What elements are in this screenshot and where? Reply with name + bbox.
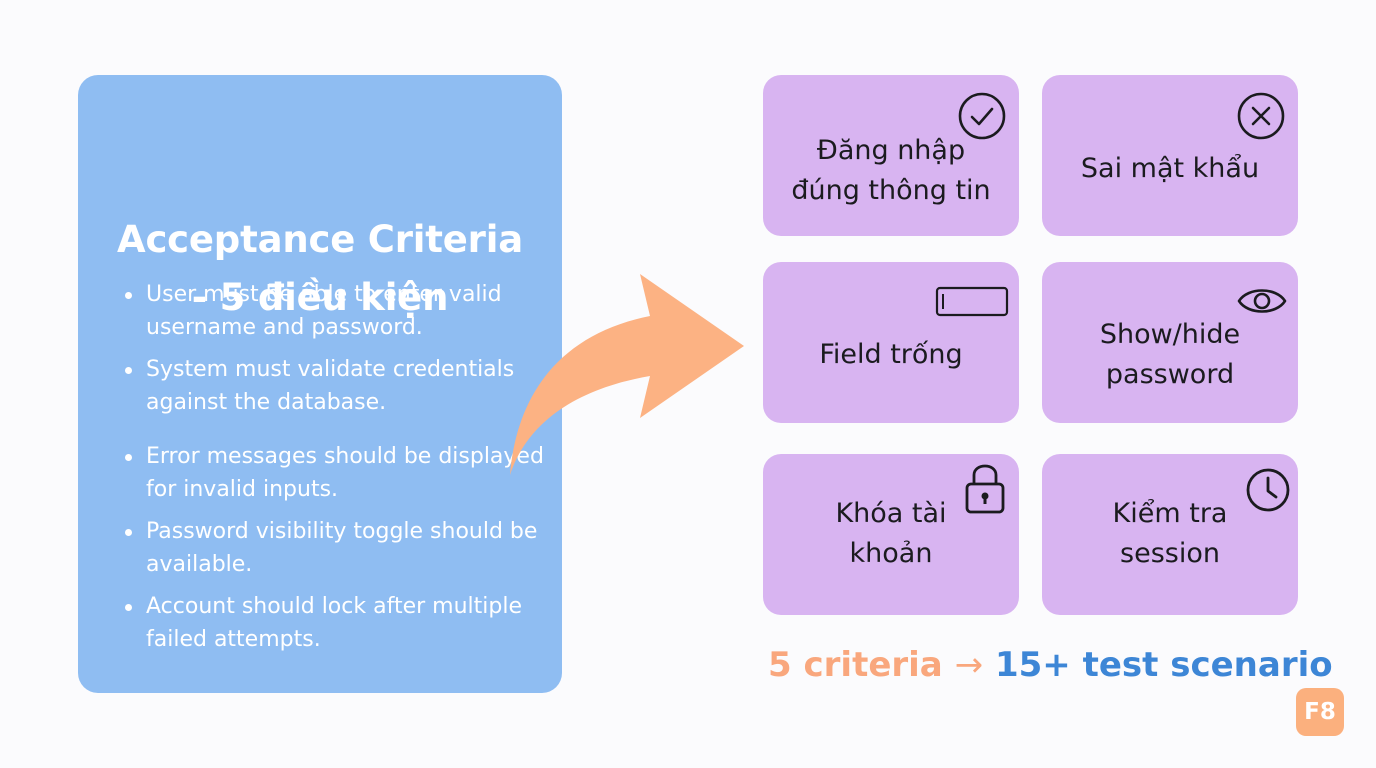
empty-field-icon xyxy=(935,286,1009,317)
card-label: Khóa tài khoản xyxy=(835,498,947,569)
card-label: Sai mật khẩu xyxy=(1080,153,1260,184)
scenario-card-wrong-password: Sai mật khẩu xyxy=(1042,75,1298,236)
criteria-item-text: Account should lock after multiple faile… xyxy=(146,594,522,652)
card-label: Đăng nhập đúng thông tin xyxy=(791,135,991,206)
criteria-item-text: Password visibility toggle should be ava… xyxy=(146,519,538,577)
criteria-item: User must be able to enter valid usernam… xyxy=(122,278,546,344)
scenario-card-show-hide-password: Show/hide password xyxy=(1042,262,1298,423)
summary-line: 5 criteria → 15+ test scenario xyxy=(768,640,1333,690)
lock-icon xyxy=(965,464,1005,514)
eye-icon xyxy=(1237,289,1287,313)
criteria-item-text: Error messages should be displayed for i… xyxy=(146,444,544,502)
x-circle-icon xyxy=(1237,92,1285,140)
criteria-count: 5 criteria xyxy=(768,645,943,685)
criteria-item: Password visibility toggle should be ava… xyxy=(122,515,546,581)
scenario-card-valid-login: Đăng nhập đúng thông tin xyxy=(763,75,1019,236)
card-label: Field trống xyxy=(819,339,963,370)
criteria-item: System must validate credentials against… xyxy=(122,353,546,419)
card-label: Kiểm tra session xyxy=(1112,498,1228,569)
criteria-item: Error messages should be displayed for i… xyxy=(122,440,546,506)
scenario-card-session-check: Kiểm tra session xyxy=(1042,454,1298,615)
panel-title: Acceptance Criteria - 5 điều kiện xyxy=(78,211,562,327)
f8-logo: F8 xyxy=(1296,688,1344,736)
clock-icon xyxy=(1246,468,1290,512)
criteria-item-text: System must validate credentials against… xyxy=(146,357,515,415)
criteria-item: Account should lock after multiple faile… xyxy=(122,590,546,656)
scenario-card-account-lock: Khóa tài khoản xyxy=(763,454,1019,615)
card-label: Show/hide password xyxy=(1099,319,1241,390)
curved-arrow-icon xyxy=(510,274,744,475)
acceptance-criteria-panel: Acceptance Criteria - 5 điều kiện xyxy=(78,75,562,693)
scenario-count: 15+ test scenario xyxy=(994,645,1333,685)
scenario-card-empty-field: Field trống xyxy=(763,262,1019,423)
panel-title-line1: Acceptance Criteria xyxy=(117,218,523,261)
check-circle-icon xyxy=(958,92,1006,140)
arrow-right-icon: → xyxy=(954,645,984,685)
criteria-item-text: User must be able to enter valid usernam… xyxy=(146,282,502,340)
panel-title-line2: - 5 điều kiện xyxy=(191,276,449,319)
